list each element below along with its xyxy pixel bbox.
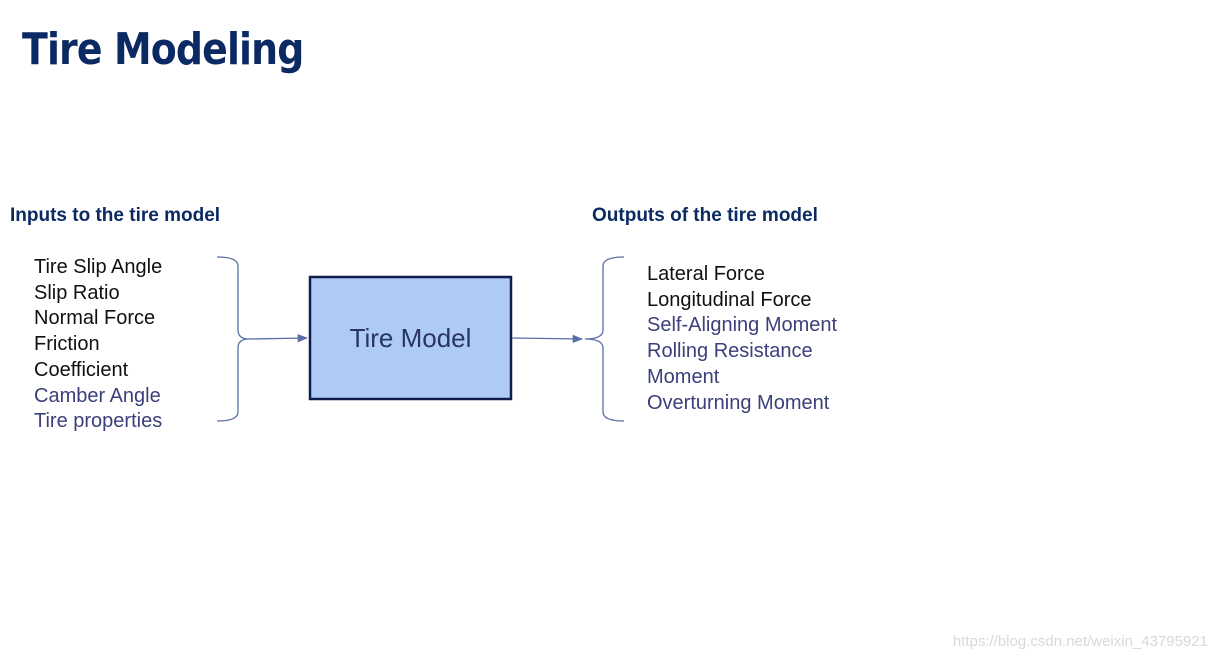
- input-item-coefficient: Coefficient: [34, 358, 129, 381]
- output-item-moment: Moment: [647, 365, 720, 388]
- output-arrow: [511, 334, 584, 344]
- tire-model-label: Tire Model: [349, 322, 472, 353]
- inputs-heading: Inputs to the tire model: [10, 205, 221, 226]
- tire-model-box: [308, 275, 513, 401]
- input-item-normal-force: Normal Force: [34, 307, 156, 330]
- input-item-friction: Friction: [34, 333, 100, 356]
- inputs-brace: [216, 256, 250, 422]
- page-title: Tire Modeling: [22, 24, 304, 75]
- inputs-list: Tire Slip Angle Slip Ratio Normal Force …: [34, 255, 162, 435]
- input-item-camber-angle: Camber Angle: [34, 384, 161, 407]
- outputs-brace: [584, 256, 625, 422]
- output-item-self-aligning-moment: Self-Aligning Moment: [647, 314, 838, 337]
- input-arrow: [248, 334, 309, 343]
- watermark-text: https://blog.csdn.net/weixin_43795921: [952, 633, 1208, 650]
- output-item-overturning-moment: Overturning Moment: [647, 391, 830, 414]
- input-item-tire-properties: Tire properties: [34, 410, 163, 433]
- input-item-slip-ratio: Slip Ratio: [34, 281, 120, 304]
- output-item-rolling-resistance: Rolling Resistance: [647, 340, 813, 363]
- outputs-list: Lateral Force Longitudinal Force Self-Al…: [647, 262, 837, 416]
- output-item-lateral-force: Lateral Force: [647, 263, 765, 285]
- outputs-heading: Outputs of the tire model: [592, 205, 818, 226]
- output-item-longitudinal-force: Longitudinal Force: [647, 288, 812, 311]
- input-item-tire-slip-angle: Tire Slip Angle: [34, 256, 163, 278]
